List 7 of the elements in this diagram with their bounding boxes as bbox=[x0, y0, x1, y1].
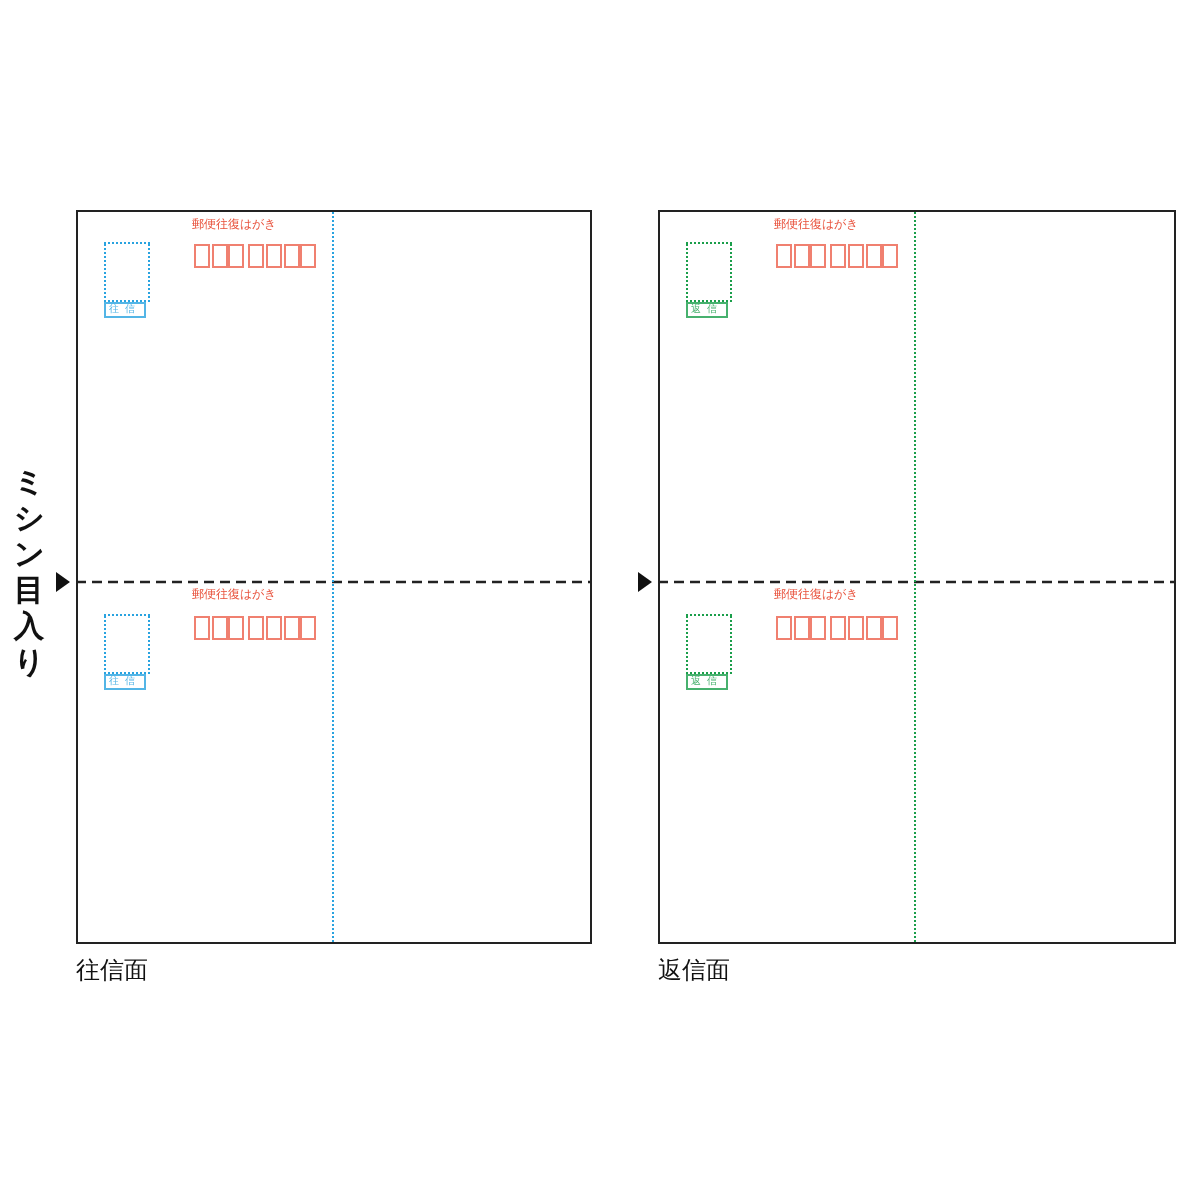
stamp-box bbox=[104, 614, 150, 674]
sheet-caption: 往信面 bbox=[76, 954, 148, 988]
stamp-box bbox=[686, 614, 732, 674]
sheet-caption: 返信面 bbox=[658, 954, 730, 988]
stamp-box bbox=[686, 242, 732, 302]
perforation-label: ミシン目入り bbox=[12, 464, 46, 680]
stamp-box bbox=[104, 242, 150, 302]
